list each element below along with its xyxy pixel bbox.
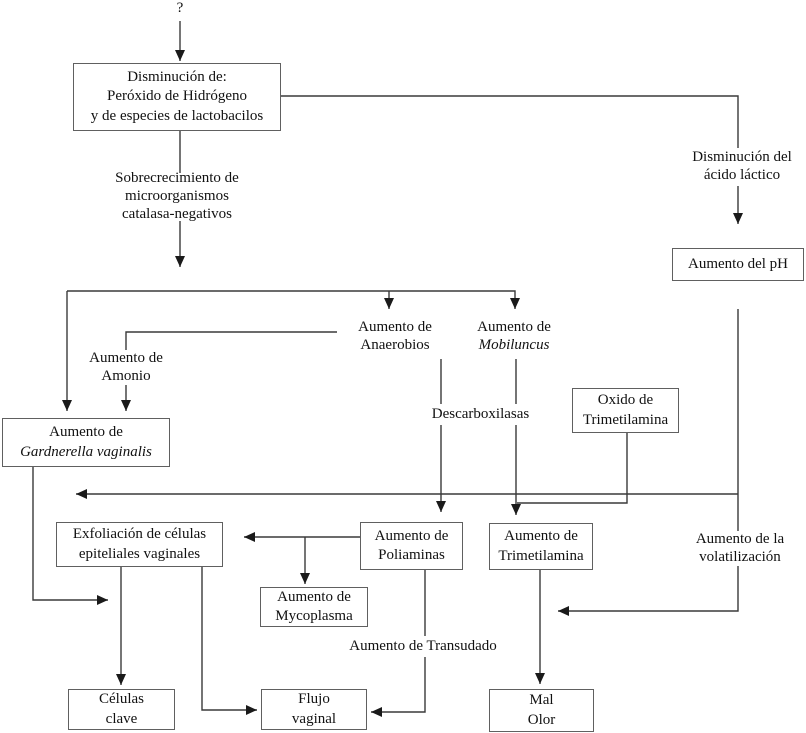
arrow-peroxide-to-ph bbox=[281, 95, 743, 224]
volatilization-increase-label: Aumento de la volatilización bbox=[686, 531, 794, 566]
ph-increase-box: Aumento del pH bbox=[672, 248, 804, 281]
arrow-gardnerella-to-exfoliation-line bbox=[32, 467, 108, 605]
mobiluncus-increase-label: Aumento de Mobiluncus bbox=[465, 319, 563, 354]
polyamines-increase-box: Aumento de Poliaminas bbox=[360, 522, 463, 570]
mycoplasma-increase-box: Aumento de Mycoplasma bbox=[260, 587, 368, 627]
question-mark: ? bbox=[176, 0, 184, 17]
arrow-polyamines-transudate-to-discharge bbox=[371, 570, 426, 717]
clue-cells-box: Células clave bbox=[68, 689, 175, 730]
tma-oxide-box: Oxido de Trimetilamina bbox=[572, 388, 679, 433]
anaerobes-increase-label: Aumento de Anaerobios bbox=[347, 319, 443, 354]
unknown-trigger-label: ? bbox=[168, 0, 192, 18]
bad-odor-box: Mal Olor bbox=[489, 689, 594, 732]
ammonia-increase-label: Aumento de Amonio bbox=[82, 350, 170, 385]
arrow-overgrowth-to-mobiluncus bbox=[67, 290, 520, 309]
peroxide-decrease-box: Disminución de: Peróxido de Hidrógeno y … bbox=[73, 63, 281, 131]
arrow-exfoliation-to-discharge bbox=[201, 567, 257, 715]
decarboxylases-label: Descarboxilasas bbox=[417, 404, 544, 425]
arrow-ph-to-volatilization bbox=[558, 309, 739, 616]
overgrowth-label: Sobrecrecimiento de microorganismos cata… bbox=[100, 170, 254, 222]
lactic-acid-decrease-label: Disminución del ácido láctico bbox=[683, 148, 801, 186]
line-tma-oxide-join bbox=[517, 433, 628, 504]
epithelial-exfoliation-box: Exfoliación de células epiteliales vagin… bbox=[56, 522, 223, 567]
transudate-increase-label: Aumento de Transudado bbox=[337, 636, 509, 657]
gardnerella-increase-box: Aumento de Gardnerella vaginalis bbox=[2, 418, 170, 467]
vaginal-discharge-box: Flujo vaginal bbox=[261, 689, 367, 730]
tma-increase-box: Aumento de Trimetilamina bbox=[489, 523, 593, 570]
